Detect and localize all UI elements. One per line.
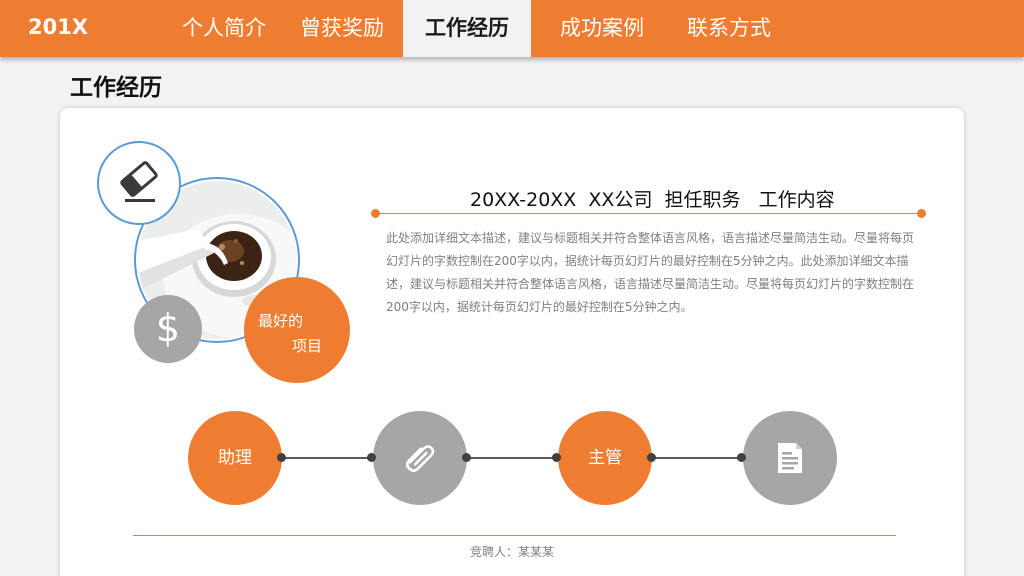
eraser-icon-circle — [97, 141, 181, 225]
job-heading: 20XX-20XX XX公司 担任职务 工作内容 — [470, 189, 835, 211]
timeline-node-paperclip — [373, 411, 467, 505]
tab-profile[interactable]: 个人简介 — [182, 16, 266, 40]
tab-success-cases[interactable]: 成功案例 — [560, 16, 644, 40]
logo-text: 201X — [28, 15, 89, 39]
footer-divider — [133, 535, 896, 536]
eraser-icon — [120, 161, 158, 202]
tab-contact[interactable]: 联系方式 — [687, 16, 771, 40]
divider-dot-right — [917, 209, 926, 218]
tab-awards[interactable]: 曾获奖励 — [300, 16, 384, 40]
timeline-node-assistant: 助理 — [188, 411, 282, 505]
top-navigation-bar: 201X 个人简介 曾获奖励 工作经历 成功案例 联系方式 — [0, 0, 1024, 57]
timeline-dot — [462, 453, 471, 462]
divider-dot-left — [371, 209, 380, 218]
timeline-connector — [282, 457, 372, 459]
timeline-dot — [277, 453, 286, 462]
timeline-dot — [552, 453, 561, 462]
best-project-label-line1: 最好的 — [258, 312, 304, 330]
page-title: 工作经历 — [70, 75, 162, 101]
best-project-label-line2: 项目 — [292, 337, 323, 355]
tab-work-experience[interactable]: 工作经历 — [403, 0, 531, 57]
timeline-connector — [466, 457, 556, 459]
document-icon — [778, 443, 802, 473]
best-project-badge — [244, 277, 350, 383]
timeline-node-supervisor: 主管 — [558, 411, 652, 505]
job-description: 此处添加详细文本描述，建议与标题相关并符合整体语言风格，语言描述尽量简洁生动。尽… — [386, 231, 915, 314]
heading-divider — [376, 213, 922, 214]
timeline-dot — [647, 453, 656, 462]
timeline-connector — [652, 457, 742, 459]
paperclip-icon — [405, 445, 435, 473]
footer-candidate: 竞聘人：某某某 — [469, 545, 554, 559]
timeline-dot — [737, 453, 746, 462]
timeline-node-document — [743, 411, 837, 505]
dollar-icon: $ — [134, 295, 202, 363]
timeline-dot — [367, 453, 376, 462]
